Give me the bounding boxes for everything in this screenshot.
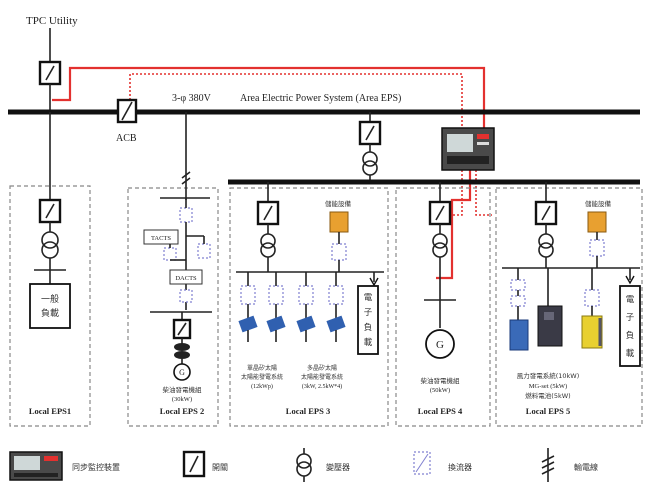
legend-switch-label: 開關: [212, 463, 228, 472]
eps4-gen-line1: 柴油發電機組: [421, 376, 461, 385]
pv-inverter-icon: [298, 285, 314, 305]
eps5-load-char1: 電: [626, 295, 635, 305]
eps3-pv-array: [238, 272, 346, 342]
pv-b-line2: 太陽能發電系統: [301, 373, 343, 381]
legend-controller-icon: [9, 451, 63, 481]
eps2-device-c-icon: [163, 247, 177, 261]
eps5-load-char3: 負: [626, 330, 635, 341]
pv-a-line3: (12kWp): [251, 383, 273, 390]
eps3-storage-inverter-icon: [331, 243, 347, 261]
pv-panel-icon: [296, 315, 316, 333]
eps2-label: Local EPS 2: [160, 406, 204, 416]
tpc-utility-label: TPC Utility: [26, 15, 78, 27]
pv-a-line1: 單晶矽太陽: [247, 364, 277, 372]
legend-controller-label: 同步監控裝置: [72, 462, 120, 472]
eps4-label: Local EPS 4: [418, 406, 463, 416]
eps2-gen-line1: 柴油發電機組: [163, 385, 203, 394]
local-eps1-box: [9, 185, 91, 427]
sync-controller-device: [441, 127, 495, 171]
eps5-text-line2: MG-set (5kW): [529, 383, 567, 390]
pv-panel-icon: [238, 315, 258, 333]
tacts-label: TACTS: [151, 235, 171, 242]
eps5-transformer-icon: [538, 233, 554, 249]
tacts-box: [143, 229, 179, 245]
eps5-storage-label: 儲能設備: [585, 199, 612, 208]
eps5-load-char4: 載: [626, 348, 635, 359]
eps2-generator-icon: [173, 363, 191, 381]
eps1-load-line1: 一般: [41, 293, 59, 305]
local-eps5-box: [495, 187, 643, 427]
local-eps2-box: [127, 187, 219, 427]
area-eps-label: Area Electric Power System (Area EPS): [240, 93, 401, 104]
local-eps3-box: [229, 187, 389, 427]
eps1-load-line2: 負載: [41, 307, 59, 319]
pv-b-line1: 多晶矽太陽: [307, 364, 337, 372]
eps5-text-line3: 燃料電池(5kW): [525, 391, 570, 400]
pv-inverter-icon: [328, 285, 344, 305]
eps3-load-box: [357, 285, 379, 355]
legend-cable-icon: [541, 448, 555, 482]
eps3-label: Local EPS 3: [286, 406, 330, 416]
eps5-load-box: [619, 285, 641, 367]
eps3-storage-icon: [329, 211, 349, 233]
eps5-inverter-b-icon: [510, 295, 526, 307]
eps5-inverter-c-icon: [584, 289, 600, 307]
eps5-label: Local EPS 5: [526, 406, 570, 416]
legend-transformer-label: 變壓器: [326, 462, 350, 472]
dacts-box: [169, 269, 203, 285]
eps3-storage-label: 儲能設備: [325, 199, 352, 208]
eps4-gen-symbol: G: [436, 339, 444, 351]
eps5-storage-icon: [587, 211, 607, 233]
eps4-transformer-icon: [432, 233, 448, 249]
eps2-transformer-icon: [174, 343, 190, 351]
pv-panel-icon: [266, 315, 286, 333]
eps3-load-char4: 載: [364, 337, 373, 348]
wind-system-icon: [509, 319, 529, 351]
fuel-cell-icon: [581, 315, 603, 349]
signal-lines: [52, 66, 492, 280]
eps3-load-char2: 子: [364, 308, 373, 318]
acb-label: ACB: [116, 133, 137, 144]
legend-cable-label: 輸電線: [574, 462, 598, 472]
eps5-storage-inverter-icon: [589, 239, 605, 257]
eps4-generator-icon: [425, 329, 455, 359]
eps3-load-char3: 負: [364, 322, 373, 333]
local-eps4-box: [395, 187, 491, 427]
eps4-gen-line2: (50kW): [430, 387, 450, 394]
eps1-load-box: [29, 283, 71, 329]
eps1-label: Local EPS1: [29, 406, 71, 416]
legend-transformer-icon: [296, 448, 312, 482]
eps2-device-b-icon: [197, 243, 211, 259]
pv-panel-icon: [326, 315, 346, 333]
eps2-device-a-icon: [179, 207, 193, 223]
legend: 同步監控裝置 開關 變壓器 換流器 輸電線: [9, 448, 598, 482]
eps3-load-char1: 電: [364, 293, 373, 303]
area-transformer-icon: [362, 151, 378, 167]
dacts-label: DACTS: [175, 275, 197, 282]
eps5-text-line1: 風力發電系統(10kW): [517, 371, 580, 380]
pv-inverter-icon: [240, 285, 256, 305]
eps2-gen-symbol: G: [179, 368, 185, 377]
legend-inverter-label: 換流器: [448, 462, 472, 472]
eps1-transformer-icon: [41, 231, 59, 249]
pv-inverter-icon: [268, 285, 284, 305]
eps2-device-d-icon: [179, 289, 193, 303]
voltage-label: 3-φ 380V: [172, 93, 212, 104]
eps3-transformer-icon: [260, 233, 276, 249]
pv-b-line3: (3kW, 2.5kW*4): [302, 383, 342, 390]
eps5-load-char2: 子: [626, 313, 635, 323]
eps5-inverter-a-icon: [510, 279, 526, 291]
eps2-gen-line2: (30kW): [172, 396, 192, 403]
pv-a-line2: 太陽能發電系統: [241, 373, 283, 381]
